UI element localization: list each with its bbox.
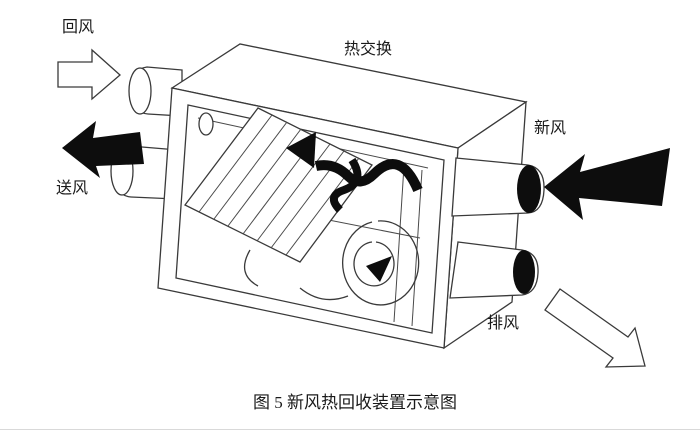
internal-flow-arrow: [286, 132, 423, 213]
box-opening: [175, 104, 445, 334]
fresh-air-duct: [451, 157, 545, 217]
return-air-label: 回风: [62, 19, 94, 36]
supply-air-arrow: [62, 121, 144, 178]
box-interior: [184, 107, 429, 327]
exhaust-air-arrow: [544, 288, 646, 368]
exhaust-air-duct: [449, 241, 539, 299]
heat-exchange-label: 热交换: [344, 40, 392, 58]
supply-air-label: 送风: [56, 179, 88, 197]
return-air-duct: [128, 66, 183, 117]
figure-caption: 图 5 新风热回收装置示意图: [253, 393, 457, 412]
exhaust-air-label: 排风: [487, 314, 519, 332]
fresh-air-arrow: [544, 148, 670, 220]
fresh-air-label: 新风: [534, 119, 566, 137]
exhaust-air-duct-opening: [513, 250, 535, 294]
spiral-flow: [243, 220, 420, 306]
return-air-arrow: [57, 48, 121, 101]
spiral-arrowhead: [366, 256, 392, 282]
fresh-air-duct-opening: [517, 165, 541, 213]
